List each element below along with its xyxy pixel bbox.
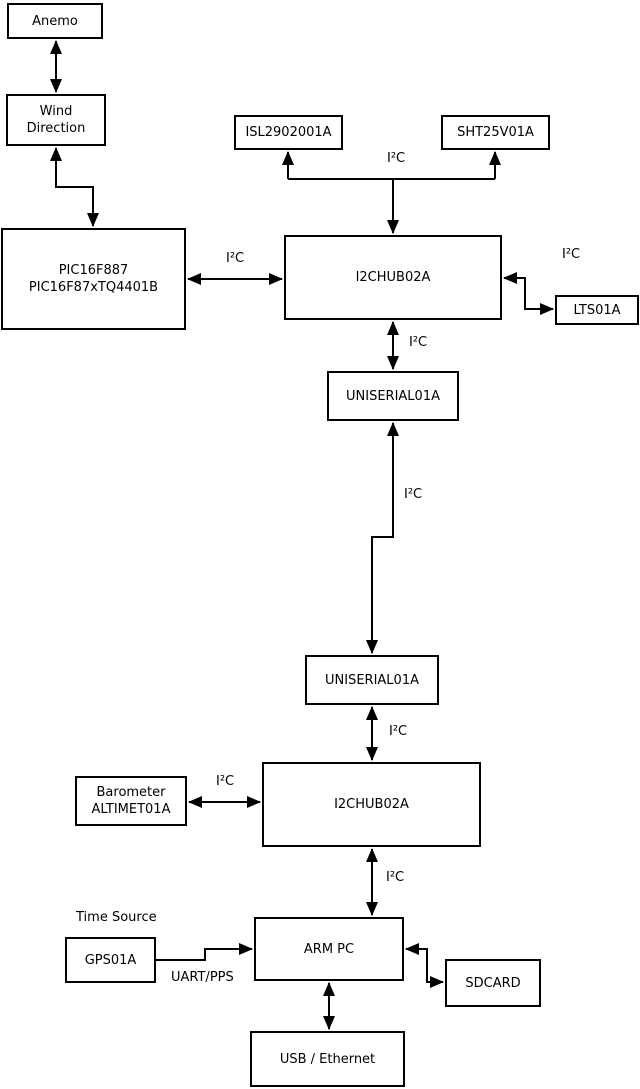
node-usb-ethernet-label: USB / Ethernet <box>279 1051 376 1067</box>
node-sdcard-label: SDCARD <box>465 975 521 991</box>
edge-label-i2c-hub-lts: I²C <box>562 247 581 262</box>
node-anemo-label: Anemo <box>32 13 78 29</box>
node-wind-direction: Wind Direction <box>6 94 106 146</box>
node-wind-direction-label-line2: Direction <box>26 121 86 136</box>
edge-label-i2c-hub-uniserial-top: I²C <box>409 335 428 350</box>
connector-wind-direction-pic <box>50 147 99 227</box>
node-sht25v01a-label: SHT25V01A <box>457 125 534 140</box>
node-lts01a-label: LTS01A <box>573 302 621 318</box>
node-uniserial01a-top-label: UNISERIAL01A <box>346 388 440 404</box>
node-isl2902001a: ISL2902001A <box>234 115 343 150</box>
edge-label-i2c-barometer-hub: I²C <box>216 774 235 789</box>
node-anemo: Anemo <box>7 3 103 39</box>
edge-label-i2c-uniserial-hub-bottom: I²C <box>389 724 408 739</box>
node-barometer-altimet01a: Barometer ALTIMET01A <box>75 776 187 826</box>
node-pic16f887-label-line1: PIC16F887 <box>58 263 129 278</box>
edge-label-uart-pps: UART/PPS <box>171 970 234 985</box>
node-wind-direction-label-line1: Wind <box>39 104 73 119</box>
node-barometer-label-line2: ALTIMET01A <box>91 802 171 817</box>
edge-label-i2c-hub-armpc: I²C <box>386 870 405 885</box>
annotation-time-source: Time Source <box>76 910 157 925</box>
edge-label-i2c-bus-top: I²C <box>387 151 406 166</box>
node-usb-ethernet: USB / Ethernet <box>250 1031 405 1087</box>
node-uniserial01a-bottom-label: UNISERIAL01A <box>325 672 419 688</box>
node-pic16f887: PIC16F887 PIC16F87xTQ4401B <box>1 228 186 330</box>
node-uniserial01a-top: UNISERIAL01A <box>327 371 459 421</box>
edge-label-i2c-uniserial-link: I²C <box>404 487 423 502</box>
node-i2chub02a-top: I2CHUB02A <box>284 235 502 320</box>
connector-gps-armpc <box>156 943 253 961</box>
connector-i2chub-top-lts <box>503 272 554 315</box>
node-i2chub02a-bottom-label: I2CHUB02A <box>334 797 409 812</box>
node-sdcard: SDCARD <box>445 959 541 1007</box>
node-uniserial01a-bottom: UNISERIAL01A <box>305 655 439 705</box>
node-lts01a: LTS01A <box>555 295 639 325</box>
node-arm-pc-label: ARM PC <box>303 941 355 957</box>
edge-label-i2c-pic-hub: I²C <box>226 251 245 266</box>
node-pic16f887-label-line2: PIC16F87xTQ4401B <box>28 280 159 295</box>
node-barometer-label-line1: Barometer <box>96 785 166 800</box>
node-gps01a-label: GPS01A <box>84 952 137 968</box>
node-gps01a: GPS01A <box>65 937 156 983</box>
node-isl2902001a-label: ISL2902001A <box>245 125 332 140</box>
connector-armpc-sdcard <box>405 943 444 988</box>
connector-uniserial-top-uniserial-bottom <box>366 422 399 654</box>
node-arm-pc: ARM PC <box>254 917 404 981</box>
node-i2chub02a-bottom: I2CHUB02A <box>262 762 481 847</box>
node-i2chub02a-top-label: I2CHUB02A <box>355 270 431 285</box>
node-sht25v01a: SHT25V01A <box>441 115 550 150</box>
